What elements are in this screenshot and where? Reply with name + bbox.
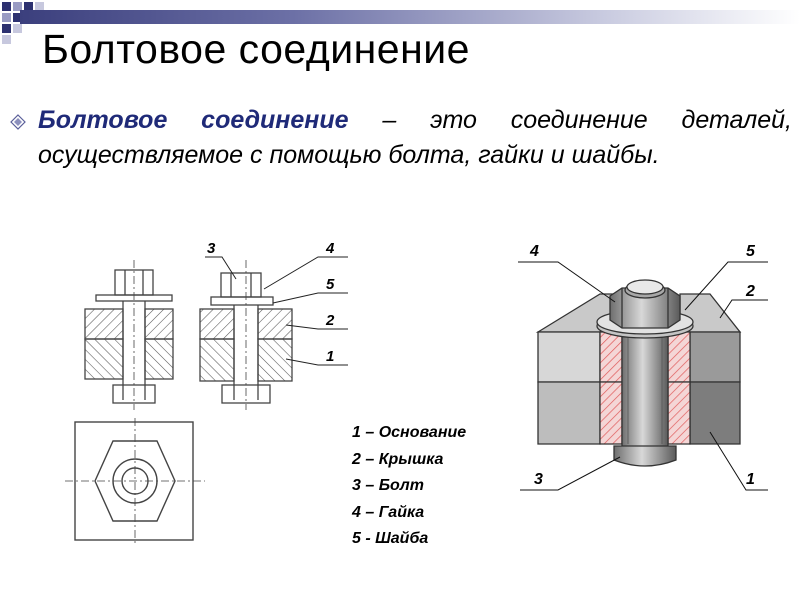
drawing-label-4: 4 bbox=[325, 240, 335, 257]
definition-paragraph: Болтовое соединение – это соединение дет… bbox=[38, 103, 792, 173]
iso-label-3: 3 bbox=[534, 471, 543, 488]
definition-term: Болтовое соединение bbox=[38, 106, 349, 134]
title-bar-decoration bbox=[20, 10, 800, 24]
bolt-plan-view bbox=[65, 418, 205, 546]
isometric-leaders bbox=[518, 261, 768, 491]
drawing-label-3: 3 bbox=[207, 240, 216, 257]
bolt-joint-drawing: 3 4 5 2 1 bbox=[84, 240, 348, 410]
front-section-view bbox=[84, 260, 174, 410]
definition-text: – это соединение деталей, осуществляемое… bbox=[38, 106, 792, 169]
legend-item: 5 - Шайба bbox=[352, 530, 429, 547]
labeled-section-view bbox=[199, 260, 293, 410]
diamond-bullet-icon bbox=[10, 114, 26, 130]
legend-item: 2 – Крышка bbox=[352, 450, 444, 468]
slide-title: Болтовое соединение bbox=[42, 26, 470, 72]
iso-label-2: 2 bbox=[745, 283, 755, 300]
parts-legend: 1 – Основание 2 – Крышка 3 – Болт 4 – Га… bbox=[352, 420, 466, 553]
bolt-joint-isometric-view: 4 5 2 3 1 bbox=[518, 243, 768, 491]
legend-item: 1 – Основание bbox=[352, 424, 467, 441]
drawing-label-2: 2 bbox=[325, 312, 335, 329]
legend-item: 4 – Гайка bbox=[352, 503, 425, 521]
drawing-leaders bbox=[205, 256, 348, 366]
legend-item: 3 – Болт bbox=[352, 477, 424, 494]
drawing-label-1: 1 bbox=[326, 348, 334, 365]
iso-label-1: 1 bbox=[746, 471, 755, 488]
drawing-label-5: 5 bbox=[326, 276, 335, 293]
iso-label-5: 5 bbox=[746, 243, 756, 260]
iso-label-4: 4 bbox=[529, 243, 539, 260]
